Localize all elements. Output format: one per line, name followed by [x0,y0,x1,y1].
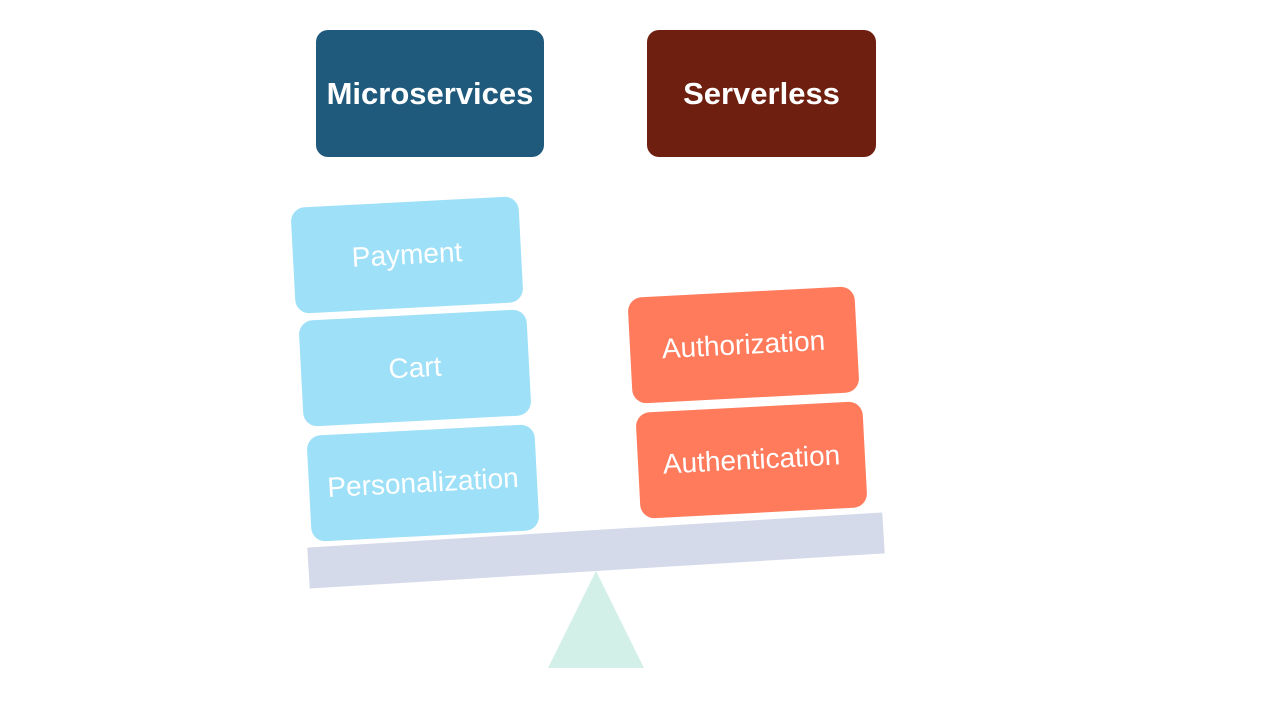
microservices-header: Microservices [316,30,544,157]
serverless-header: Serverless [647,30,876,157]
authentication-block: Authentication [635,401,868,519]
personalization-block: Personalization [306,424,540,542]
seesaw-fulcrum [548,571,644,668]
authorization-block: Authorization [627,286,860,404]
cart-block: Cart [298,309,532,427]
payment-block: Payment [290,196,524,314]
